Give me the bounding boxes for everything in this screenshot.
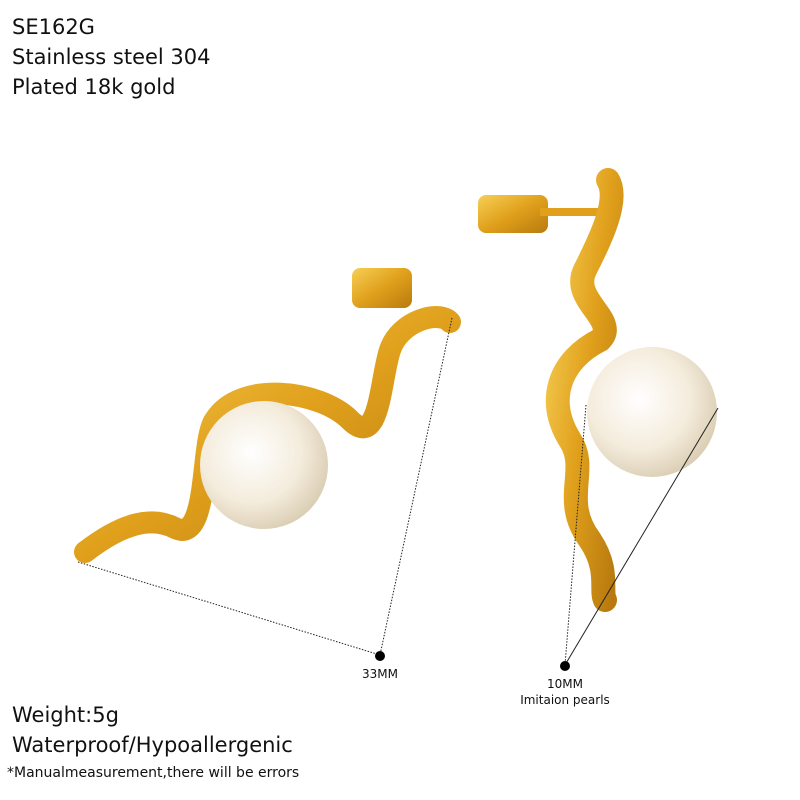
pearl-icon (200, 401, 328, 529)
earring-post-icon (540, 208, 600, 216)
pearl-type-label: Imitaion pearls (520, 693, 610, 707)
snake-body-icon (545, 168, 624, 612)
pearl-icon (587, 347, 717, 477)
weight-text: Weight:5g (12, 703, 119, 727)
snake-body-icon (74, 306, 461, 563)
earring-back-icon (478, 195, 548, 233)
spec-footer: Weight:5g Waterproof/Hypoallergenic (12, 700, 293, 760)
features-text: Waterproof/Hypoallergenic (12, 733, 293, 757)
pearl-size-label: 10MM (547, 677, 583, 691)
measure-point-icon (560, 661, 570, 671)
earring-back-icon (352, 268, 412, 308)
product-code: SE162G (12, 15, 95, 39)
length-label: 33MM (362, 667, 398, 681)
measurement-lines (77, 317, 587, 666)
right-earring (478, 168, 717, 612)
left-earring (74, 268, 461, 563)
disclaimer-text: *Manualmeasurement,there will be errors (7, 765, 300, 781)
measure-point-icon (375, 651, 385, 661)
material-text: Stainless steel 304 (12, 45, 211, 69)
spec-header: SE162G Stainless steel 304 Plated 18k go… (12, 12, 211, 102)
plating-text: Plated 18k gold (12, 75, 176, 99)
